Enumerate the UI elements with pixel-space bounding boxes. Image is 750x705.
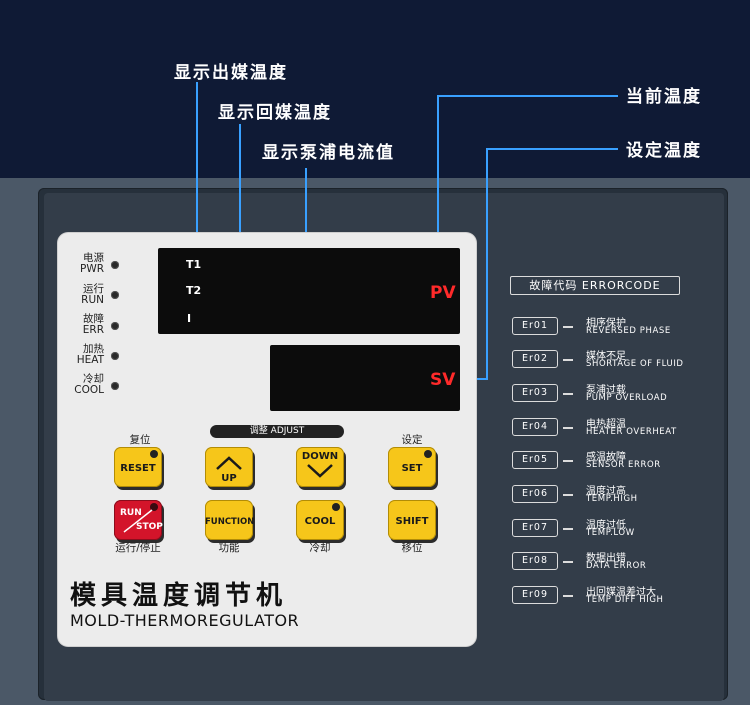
cool-led-icon xyxy=(332,503,340,511)
error-row: Er04 电热超温 HEATER OVERHEAT xyxy=(512,417,732,439)
dash-icon xyxy=(563,561,573,563)
error-row: Er07 温度过低 TEMP.LOW xyxy=(512,518,732,540)
reset-caption: 复位 xyxy=(129,434,151,446)
pointer-line-t2 xyxy=(239,124,241,292)
function-button[interactable]: FUNCTION xyxy=(205,500,254,540)
error-desc-en: SENSOR ERROR xyxy=(586,460,661,470)
error-desc-en: PUMP OVERLOAD xyxy=(586,393,668,403)
down-button[interactable]: DOWN xyxy=(296,447,344,487)
reset-button[interactable]: RESET xyxy=(114,447,162,487)
error-code: Er06 xyxy=(512,485,558,503)
up-arrow-icon xyxy=(216,456,242,470)
run-led-icon xyxy=(150,503,158,511)
pointer-line-t1 xyxy=(196,82,198,266)
sv-label: SV xyxy=(430,370,456,390)
error-desc-en: DATA ERROR xyxy=(586,561,647,571)
error-row: Er08 数据出错 DATA ERROR xyxy=(512,551,732,573)
error-code: Er08 xyxy=(512,552,558,570)
dash-icon xyxy=(563,460,573,462)
dash-icon xyxy=(563,393,573,395)
cool-button[interactable]: COOL xyxy=(296,500,344,540)
error-desc-en: HEATER OVERHEAT xyxy=(586,427,677,437)
dash-icon xyxy=(563,595,573,597)
callout-set-temp: 设定温度 xyxy=(626,141,702,161)
error-code: Er03 xyxy=(512,384,558,402)
t1-label: T1 xyxy=(186,258,202,271)
down-arrow-icon xyxy=(307,464,333,478)
pwr-led-icon xyxy=(111,261,119,269)
error-desc-cn: 温度过低 xyxy=(586,520,626,531)
error-code: Er01 xyxy=(512,317,558,335)
pv-display xyxy=(158,248,460,334)
error-desc-en: TEMP.LOW xyxy=(586,528,635,538)
adjust-label: 调整 ADJUST xyxy=(210,425,344,438)
callout-return-temp: 显示回媒温度 xyxy=(218,103,332,123)
error-row: Er02 媒体不足 SHORTAGE OF FLUID xyxy=(512,349,732,371)
error-desc-cn: 温度过高 xyxy=(586,486,626,497)
error-desc-en: SHORTAGE OF FLUID xyxy=(586,359,684,369)
callout-current-temp: 当前温度 xyxy=(626,87,702,107)
error-desc-cn: 相序保护 xyxy=(586,318,626,329)
error-row: Er06 温度过高 TEMP.HIGH xyxy=(512,484,732,506)
error-desc-cn: 媒体不足 xyxy=(586,351,626,362)
dash-icon xyxy=(563,528,573,530)
cool-caption: 冷却 xyxy=(309,542,331,554)
pv-label: PV xyxy=(430,283,456,303)
dash-icon xyxy=(563,494,573,496)
dash-icon xyxy=(563,326,573,328)
error-row: Er03 泵浦过载 PUMP OVERLOAD xyxy=(512,383,732,405)
error-code: Er04 xyxy=(512,418,558,436)
error-row: Er01 相序保护 REVERSED PHASE xyxy=(512,316,732,338)
error-code: Er09 xyxy=(512,586,558,604)
run-led-icon xyxy=(111,291,119,299)
error-code: Er07 xyxy=(512,519,558,537)
run-stop-caption: 运行/停止 xyxy=(115,542,161,554)
dash-icon xyxy=(563,427,573,429)
error-desc-cn: 感温故障 xyxy=(586,452,626,463)
error-desc-en: REVERSED PHASE xyxy=(586,326,671,336)
t2-label: T2 xyxy=(186,284,202,297)
error-desc-cn: 数据出错 xyxy=(586,553,626,564)
callout-pump-current: 显示泵浦电流值 xyxy=(262,143,395,163)
function-caption: 功能 xyxy=(218,542,240,554)
error-row: Er05 感温故障 SENSOR ERROR xyxy=(512,450,732,472)
error-desc-cn: 泵浦过载 xyxy=(586,385,626,396)
error-code: Er02 xyxy=(512,350,558,368)
reset-led-icon xyxy=(150,450,158,458)
error-desc-en: TEMP DIFF HIGH xyxy=(586,595,664,605)
pointer-line-sv-top xyxy=(486,148,618,150)
sv-display xyxy=(270,345,460,411)
run-stop-button[interactable]: RUN STOP xyxy=(114,500,163,540)
up-button[interactable]: UP xyxy=(205,447,253,487)
pointer-line-pv xyxy=(437,95,439,288)
errorcode-header: 故障代码 ERRORCODE xyxy=(510,276,680,295)
product-title-en: MOLD-THERMOREGULATOR xyxy=(70,611,300,630)
error-desc-cn: 电热超温 xyxy=(586,419,626,430)
set-led-icon xyxy=(424,450,432,458)
err-led-icon xyxy=(111,322,119,330)
product-title-cn: 模具温度调节机 xyxy=(70,581,288,611)
error-desc-en: TEMP.HIGH xyxy=(586,494,638,504)
heat-led-icon xyxy=(111,352,119,360)
cool-led-icon xyxy=(111,382,119,390)
pointer-line-pv-top xyxy=(437,95,618,97)
callout-outlet-temp: 显示出媒温度 xyxy=(174,63,288,83)
error-code: Er05 xyxy=(512,451,558,469)
shift-caption: 移位 xyxy=(401,542,423,554)
dash-icon xyxy=(563,359,573,361)
i-label: I xyxy=(187,312,192,325)
set-button[interactable]: SET xyxy=(388,447,436,487)
shift-button[interactable]: SHIFT xyxy=(388,500,436,540)
set-caption: 设定 xyxy=(401,434,423,446)
pointer-line-sv xyxy=(486,148,488,380)
error-desc-cn: 出回媒温差过大 xyxy=(586,587,656,598)
top-background xyxy=(0,0,750,178)
error-row: Er09 出回媒温差过大 TEMP DIFF HIGH xyxy=(512,585,732,607)
slash-divider-icon xyxy=(123,509,153,533)
